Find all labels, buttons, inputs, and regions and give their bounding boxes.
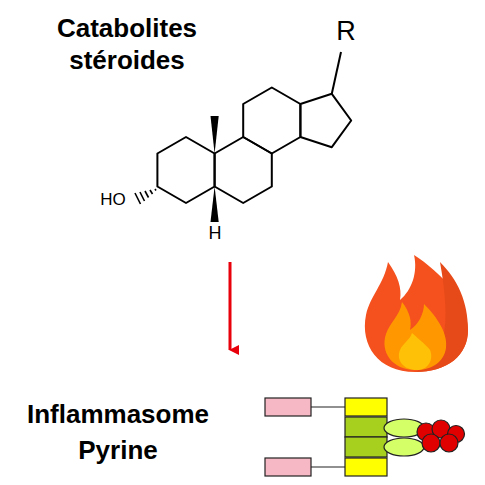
inflammasome-complex (265, 398, 465, 476)
atom-label: H (203, 223, 227, 243)
atom-label: HO (91, 190, 135, 210)
h-wedge (211, 187, 219, 223)
red-arrow (229, 262, 232, 350)
hashed-bond (135, 189, 156, 204)
title-text: Inflammasome Pyrine (3, 396, 233, 468)
fire-icon (365, 255, 468, 372)
substituent-label: R (331, 16, 361, 46)
title-text: Catabolites stéroides (27, 12, 227, 76)
steroid-skeleton (157, 52, 351, 203)
methyl-wedge (211, 116, 219, 154)
